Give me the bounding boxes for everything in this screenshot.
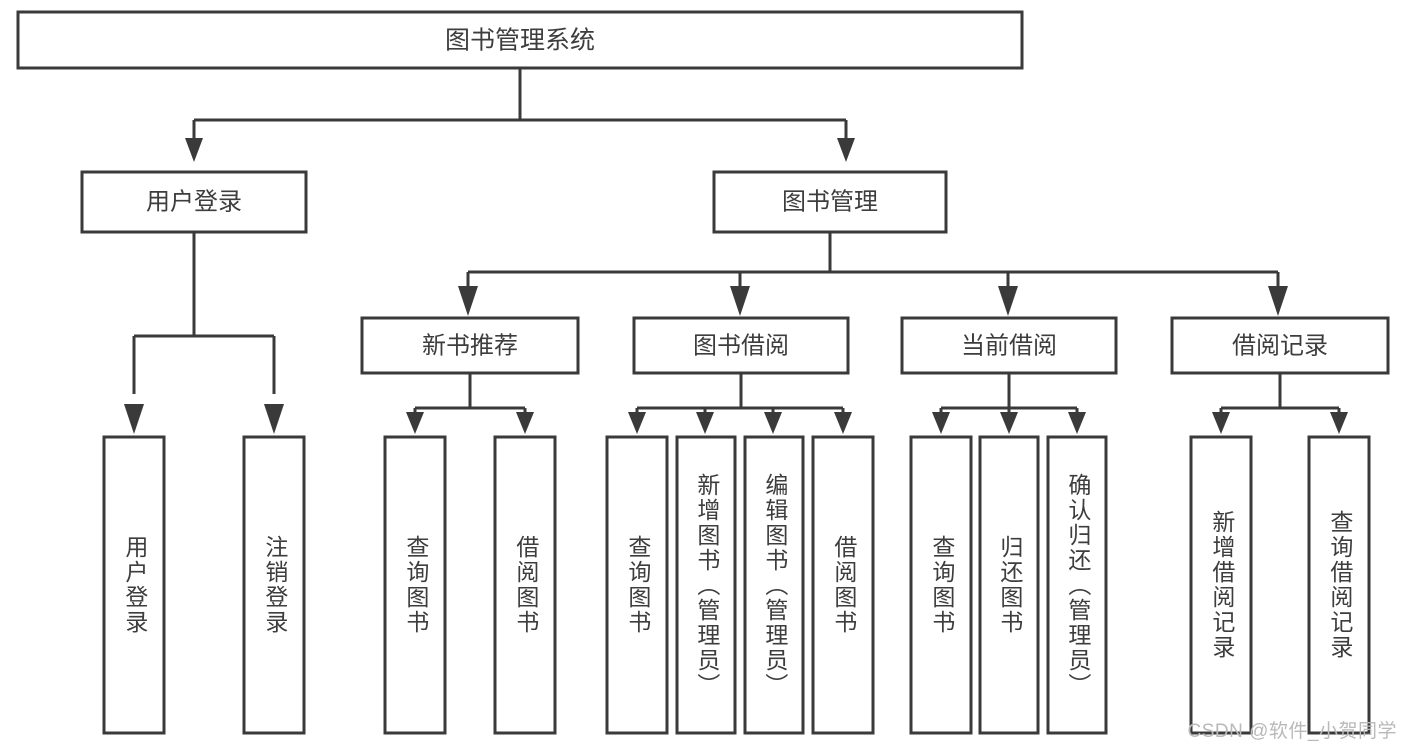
node-book-borrow-label: 图书借阅 — [693, 332, 789, 359]
arrowhead-to-new-book-recommend — [458, 286, 478, 316]
leaf-box-user-login-2[interactable] — [242, 435, 306, 735]
node-new-book-recommend-box[interactable] — [360, 316, 580, 375]
arrowhead-leaf-br-1 — [1212, 412, 1230, 434]
leaf-box-bb-4[interactable] — [811, 435, 875, 735]
arrowhead-to-borrow-record — [1268, 286, 1288, 316]
connector-root-to-level2 — [185, 68, 855, 162]
connector-user-login-to-leaves — [124, 232, 284, 434]
node-current-borrow-label: 当前借阅 — [961, 332, 1057, 359]
csdn-watermark: CSDN @软件_小贺同学 — [1187, 721, 1397, 742]
leaf-box-br-1[interactable] — [1189, 435, 1253, 735]
arrowhead-leaf-cb-3 — [1068, 412, 1086, 434]
arrowhead-leaf-bb-4 — [834, 412, 852, 434]
connector-new-book-recommend-to-leaves — [406, 373, 534, 434]
arrowhead-leaf-cb-2 — [1000, 412, 1018, 434]
node-user-login[interactable]: 用户登录 — [80, 170, 308, 234]
arrowhead-to-user-login — [185, 138, 203, 162]
arrowhead-leaf-user-login-2 — [264, 404, 284, 434]
node-user-login-box[interactable] — [80, 170, 308, 234]
arrowhead-to-book-borrow — [730, 286, 750, 316]
node-new-book-recommend[interactable]: 新书推荐 — [360, 316, 580, 375]
leaf-box-cb-3[interactable] — [1046, 435, 1108, 735]
arrowhead-leaf-nbr-1 — [406, 412, 424, 434]
node-root[interactable]: 图书管理系统 — [16, 10, 1024, 70]
leaf-box-br-2[interactable] — [1307, 435, 1371, 735]
leaf-box-cb-1[interactable] — [909, 435, 973, 735]
node-root-box[interactable] — [16, 10, 1024, 70]
node-borrow-record-label: 借阅记录 — [1232, 332, 1328, 359]
arrowhead-leaf-br-2 — [1330, 412, 1348, 434]
leaf-box-nbr-2[interactable] — [493, 435, 557, 735]
arrowhead-leaf-cb-1 — [932, 412, 950, 434]
arrowhead-to-book-manage — [837, 138, 855, 162]
arrowhead-to-current-borrow — [998, 286, 1018, 316]
arrowhead-leaf-bb-2 — [696, 412, 714, 434]
node-book-borrow[interactable]: 图书借阅 — [632, 316, 850, 375]
leaf-box-nbr-1[interactable] — [383, 435, 447, 735]
node-root-label: 图书管理系统 — [445, 27, 595, 55]
node-borrow-record[interactable]: 借阅记录 — [1170, 316, 1390, 375]
arrowhead-leaf-bb-3 — [764, 412, 782, 434]
leaf-box-user-login-1[interactable] — [102, 435, 166, 735]
connector-book-manage-to-level3 — [458, 232, 1288, 316]
leaf-box-cb-2[interactable] — [978, 435, 1040, 735]
node-current-borrow-box[interactable] — [900, 316, 1118, 375]
arrowhead-leaf-bb-1 — [628, 412, 646, 434]
connector-borrow-record-to-leaves — [1212, 373, 1348, 434]
node-current-borrow[interactable]: 当前借阅 — [900, 316, 1118, 375]
node-book-manage-label: 图书管理 — [782, 188, 878, 215]
leaf-box-bb-3[interactable] — [743, 435, 805, 735]
node-user-login-label: 用户登录 — [146, 188, 242, 215]
connector-current-borrow-to-leaves — [932, 373, 1086, 434]
leaf-box-bb-2[interactable] — [675, 435, 737, 735]
node-new-book-recommend-label: 新书推荐 — [422, 332, 518, 359]
node-book-manage[interactable]: 图书管理 — [712, 170, 948, 234]
connector-book-borrow-to-leaves — [628, 373, 852, 434]
leaf-box-bb-1[interactable] — [605, 435, 669, 735]
arrowhead-leaf-nbr-2 — [516, 412, 534, 434]
arrowhead-leaf-user-login-1 — [124, 404, 144, 434]
